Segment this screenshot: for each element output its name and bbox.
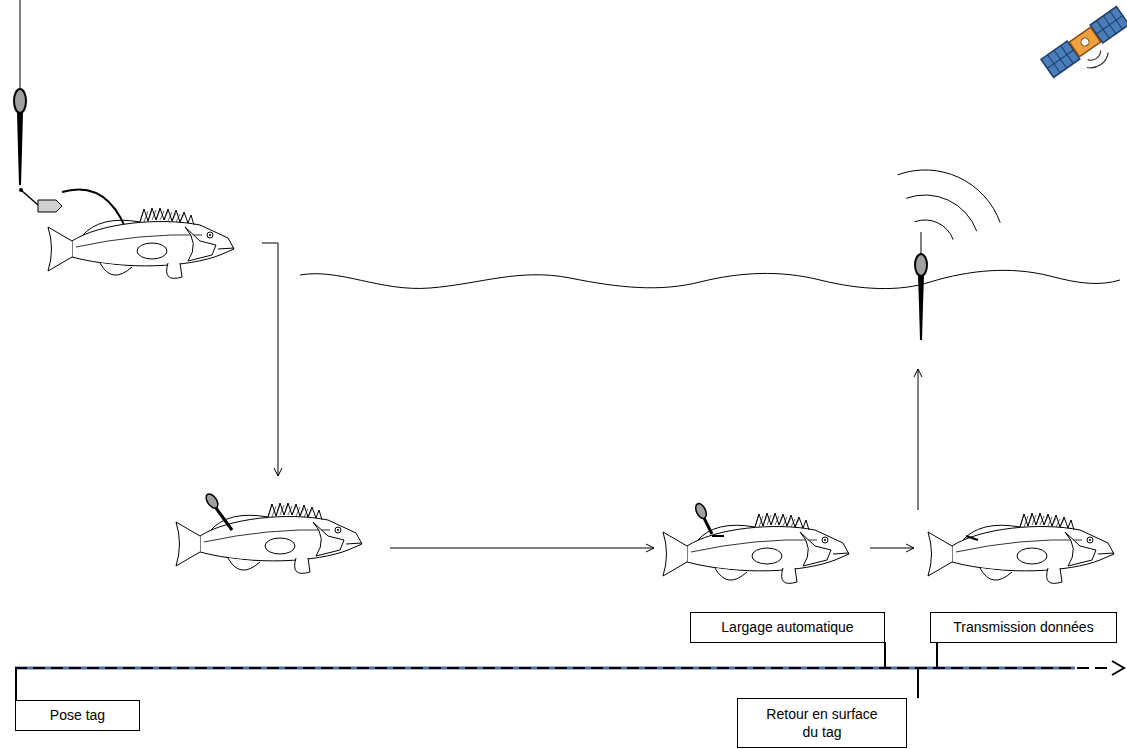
sea-surface [300,270,1120,288]
tag-on-fish [204,492,232,530]
timeline-dashed [15,667,1112,669]
flow-arrow [390,548,654,549]
tag-float [915,254,927,276]
dart-line [21,190,38,205]
fish-tagged [176,503,362,573]
timeline-tick [884,642,886,668]
timeline-label-box: Pose tag [15,700,140,731]
fish-tagged-release [663,513,849,583]
timeline-label-box: Retour en surface du tag [737,698,907,748]
timeline-label: Largage automatique [721,618,853,636]
dart-head [38,200,62,212]
timeline-label: Transmission données [953,618,1093,636]
timeline-label-box: Transmission données [930,612,1117,643]
tag-float [694,502,709,520]
tag-anchor-remaining [966,536,978,540]
satellite-signal [1084,48,1112,72]
pole-line [20,0,21,90]
flow-arrow [870,548,914,549]
fish-before-tagging [48,208,234,278]
satellite-body [1069,27,1101,57]
radio-wave [915,220,954,240]
tag-tether [216,508,232,530]
label-text-group: Retour en surface du tag [757,705,887,741]
tag-tether [704,518,712,534]
label-text-group: Largage automatique [721,618,853,636]
ascent-arrow [918,369,919,510]
tag-float [204,492,221,510]
timeline-label: Retour en surface du tag [757,705,887,741]
label-text-group: Transmission données [953,618,1093,636]
tag-antenna [921,232,922,254]
floating-tag [898,170,1001,340]
tag-anchor [712,535,724,537]
tagging-pole [14,0,130,240]
timeline-arrow-head [1112,661,1124,675]
tag-float [14,89,26,113]
timeline-label-box: Largage automatique [690,612,885,643]
label-text-group: Pose tag [50,706,105,724]
timeline-tick [936,642,938,668]
timeline-label: Pose tag [50,706,105,724]
panel-grid [1041,7,1127,78]
tag-body [918,276,924,340]
tag-releasing [694,502,724,536]
fish-released [928,513,1114,583]
flow-arrow [262,243,278,476]
radio-wave [906,195,977,231]
timeline-tick [15,668,17,700]
satellite-icon [1041,7,1127,91]
satellite-dish [1079,36,1090,47]
tag-body [17,113,23,185]
radio-wave [898,170,1001,223]
timeline-tick [917,668,919,698]
